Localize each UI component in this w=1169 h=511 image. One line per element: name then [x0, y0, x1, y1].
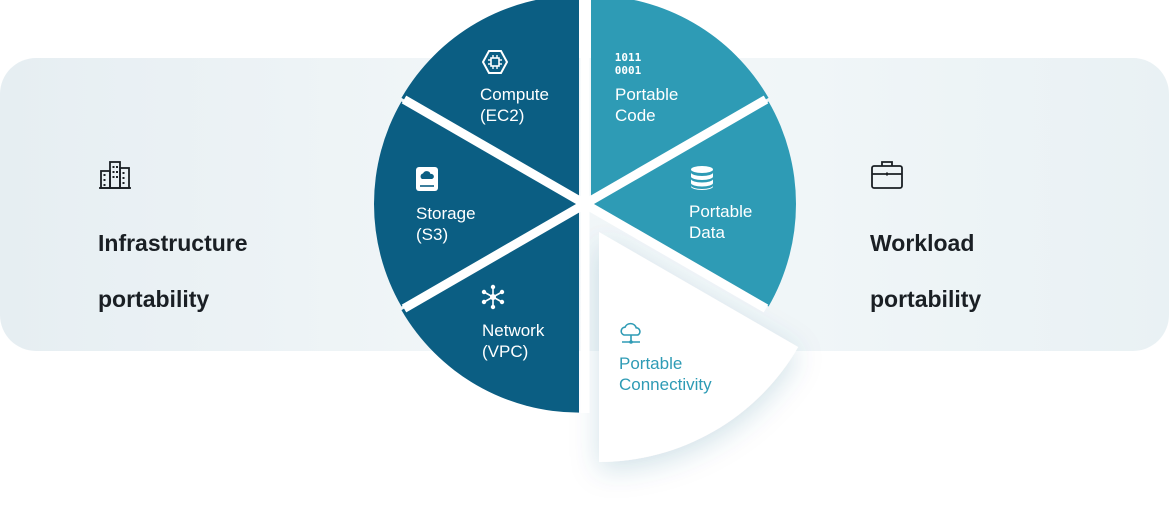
cloud-network-icon	[620, 322, 641, 344]
pie-segment-network	[401, 207, 579, 413]
pie-segment-connectivity	[599, 232, 799, 462]
pie-separator	[582, 95, 769, 208]
database-icon	[691, 166, 713, 190]
segment-storage-label: Storage(S3)	[416, 204, 476, 244]
network-hub-icon	[481, 284, 505, 310]
workload-title-line1: Workload	[870, 230, 975, 256]
pie-segment-storage	[373, 101, 579, 307]
segment-compute-label: Compute(EC2)	[480, 85, 549, 125]
briefcase-icon	[871, 161, 903, 189]
pie-separator	[582, 200, 769, 313]
workload-portability-label: Workload portability	[870, 201, 981, 313]
binary-code-icon: 1011 0001	[615, 51, 641, 76]
infrastructure-title-line1: Infrastructure	[98, 230, 248, 256]
pie-segment-compute	[401, 0, 579, 201]
pie-segment-data	[591, 101, 796, 307]
infrastructure-title-line2: portability	[98, 286, 210, 312]
chip-icon	[482, 50, 508, 74]
workload-title-line2: portability	[870, 286, 982, 312]
city-buildings-icon	[99, 161, 131, 189]
cloud-storage-icon	[416, 167, 438, 191]
pie-separator	[401, 95, 588, 208]
segment-network-label: Network(VPC)	[482, 321, 545, 361]
svg-text:0001: 0001	[615, 64, 641, 76]
pie-separator	[401, 200, 588, 313]
infrastructure-portability-label: Infrastructure portability	[98, 201, 248, 313]
pie-segment-code	[591, 0, 769, 201]
svg-text:1011: 1011	[615, 51, 641, 64]
